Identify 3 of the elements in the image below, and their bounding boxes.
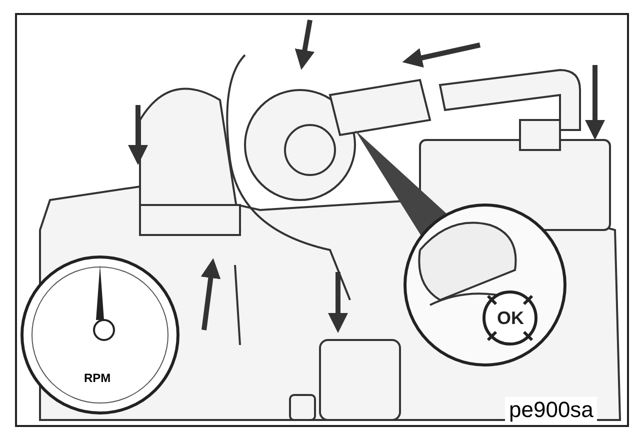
gauge-label: RPM	[84, 372, 111, 384]
figure-code: pe900sa	[505, 397, 598, 423]
ok-mark-text: OK	[497, 309, 524, 327]
